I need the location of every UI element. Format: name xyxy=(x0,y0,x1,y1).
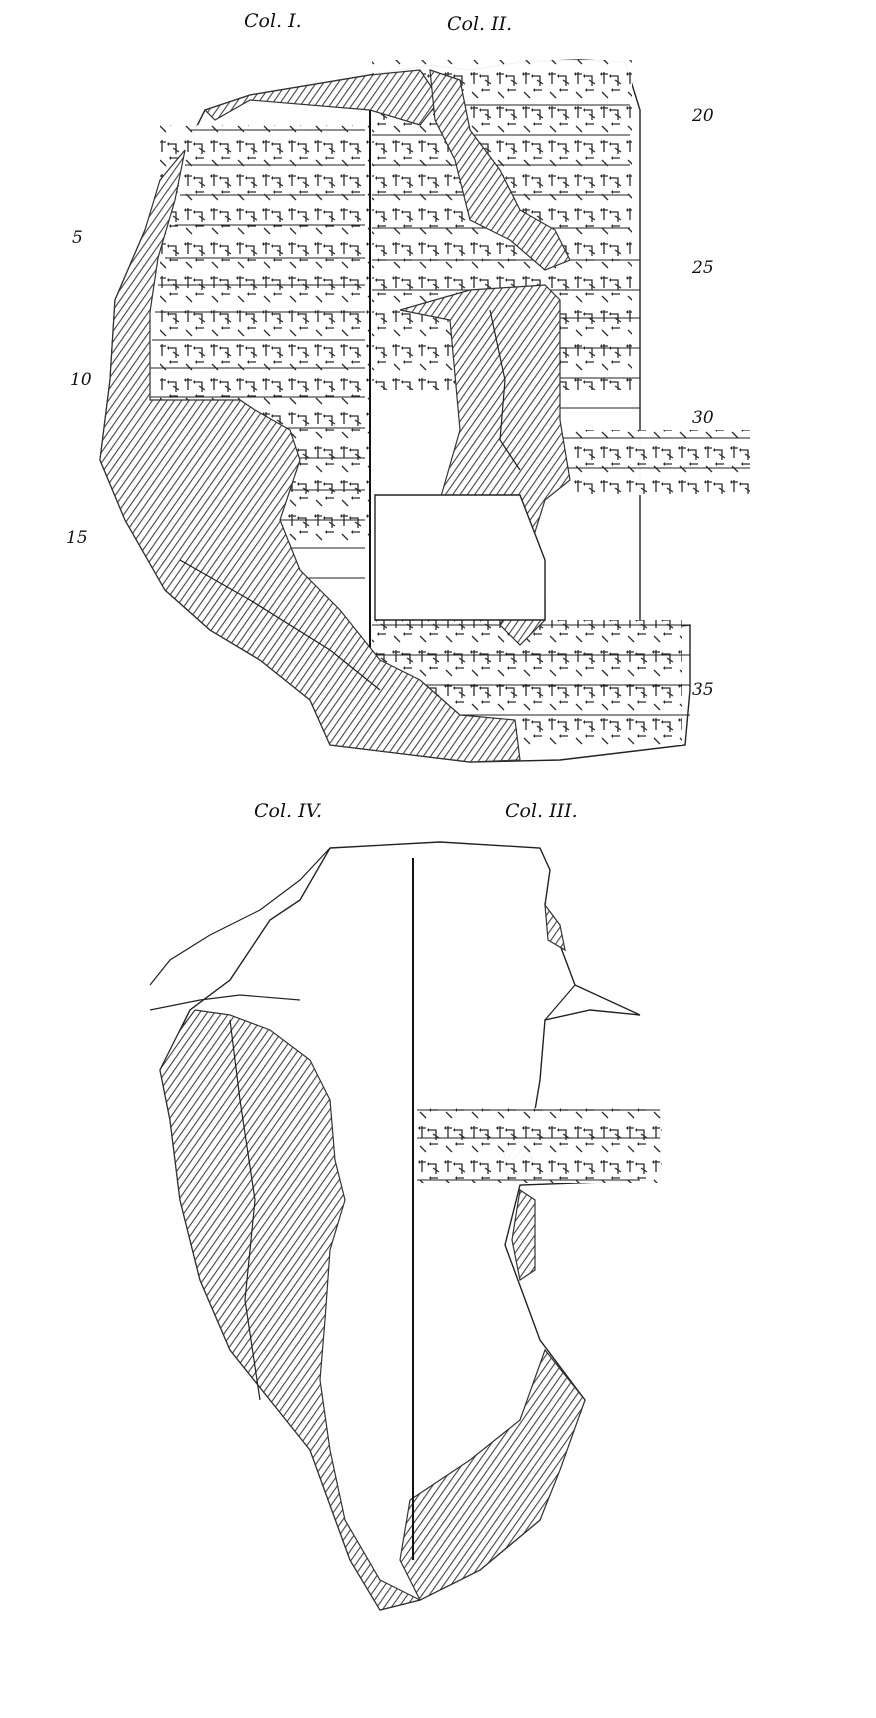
damage-upper-right xyxy=(429,69,571,271)
crack-reverse-2 xyxy=(544,984,576,1021)
line-number-25: 25 xyxy=(692,258,714,278)
line-number-15: 15 xyxy=(66,528,88,548)
damage-col-iii-edge xyxy=(544,902,566,952)
obverse-fragment xyxy=(99,59,750,763)
col-iv-label: Col. IV. xyxy=(254,800,323,822)
line-number-5: 5 xyxy=(72,228,83,248)
col-ii-label: Col. II. xyxy=(447,13,513,35)
col-iii-label: Col. III. xyxy=(505,800,578,822)
col-iii-inscription xyxy=(417,1108,662,1183)
col-i-label: Col. I. xyxy=(244,10,302,32)
line-number-20: 20 xyxy=(692,106,714,126)
col-ii-inscription-extension xyxy=(570,430,750,495)
reverse-top-edge xyxy=(149,847,331,986)
damage-top xyxy=(203,69,441,126)
damage-left-edge xyxy=(99,149,521,763)
damage-col-iii-bottom xyxy=(399,1348,586,1601)
damage-col-iii-spot xyxy=(511,1188,536,1281)
line-number-35: 35 xyxy=(692,680,714,700)
crack-reverse-1 xyxy=(229,1019,261,1401)
lacuna-center xyxy=(374,494,546,621)
reverse-top-edge-2 xyxy=(149,994,301,1011)
crack-obverse-2 xyxy=(489,309,521,471)
line-number-10: 10 xyxy=(70,370,92,390)
damage-col-iv xyxy=(159,1009,422,1611)
crack-obverse-1 xyxy=(179,559,381,691)
reverse-fragment xyxy=(149,841,662,1611)
line-number-30: 30 xyxy=(692,408,714,428)
